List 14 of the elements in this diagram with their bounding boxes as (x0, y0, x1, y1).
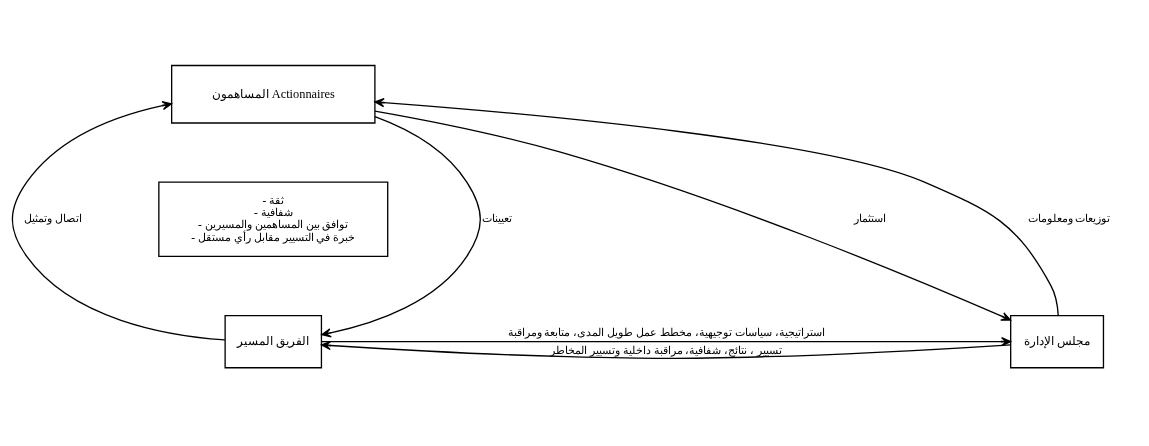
node-box: المساهمون Actionnaires (171, 64, 376, 124)
arrow (321, 337, 1012, 347)
edge-label: تسيير ، نتائج، شفافية، مراقبة داخلية وتسيير المخاطر (550, 343, 783, 356)
node-box: مجلس الإدارة (1010, 314, 1105, 369)
arrow (320, 340, 1012, 360)
arrow (321, 116, 481, 338)
node-box: - ثقة - شفافية - توافق بين المساهمين والمسيرين - خبرة في التسيير مقابل رأي مستقل (158, 181, 389, 258)
arrow (11, 101, 226, 341)
edge-label: اتصال وتمثيل (23, 212, 82, 225)
edge-label: تعيينات (482, 212, 513, 225)
edge-label: استراتيجية، سياسات توجيهية، مخطط عمل طويل المدى، متابعة ومراقبة (507, 325, 825, 338)
node-box: الفريق المسير (224, 314, 323, 369)
edge-label: توزيعات ومعلومات (1027, 212, 1111, 225)
edge-label: استثمار (853, 212, 886, 225)
